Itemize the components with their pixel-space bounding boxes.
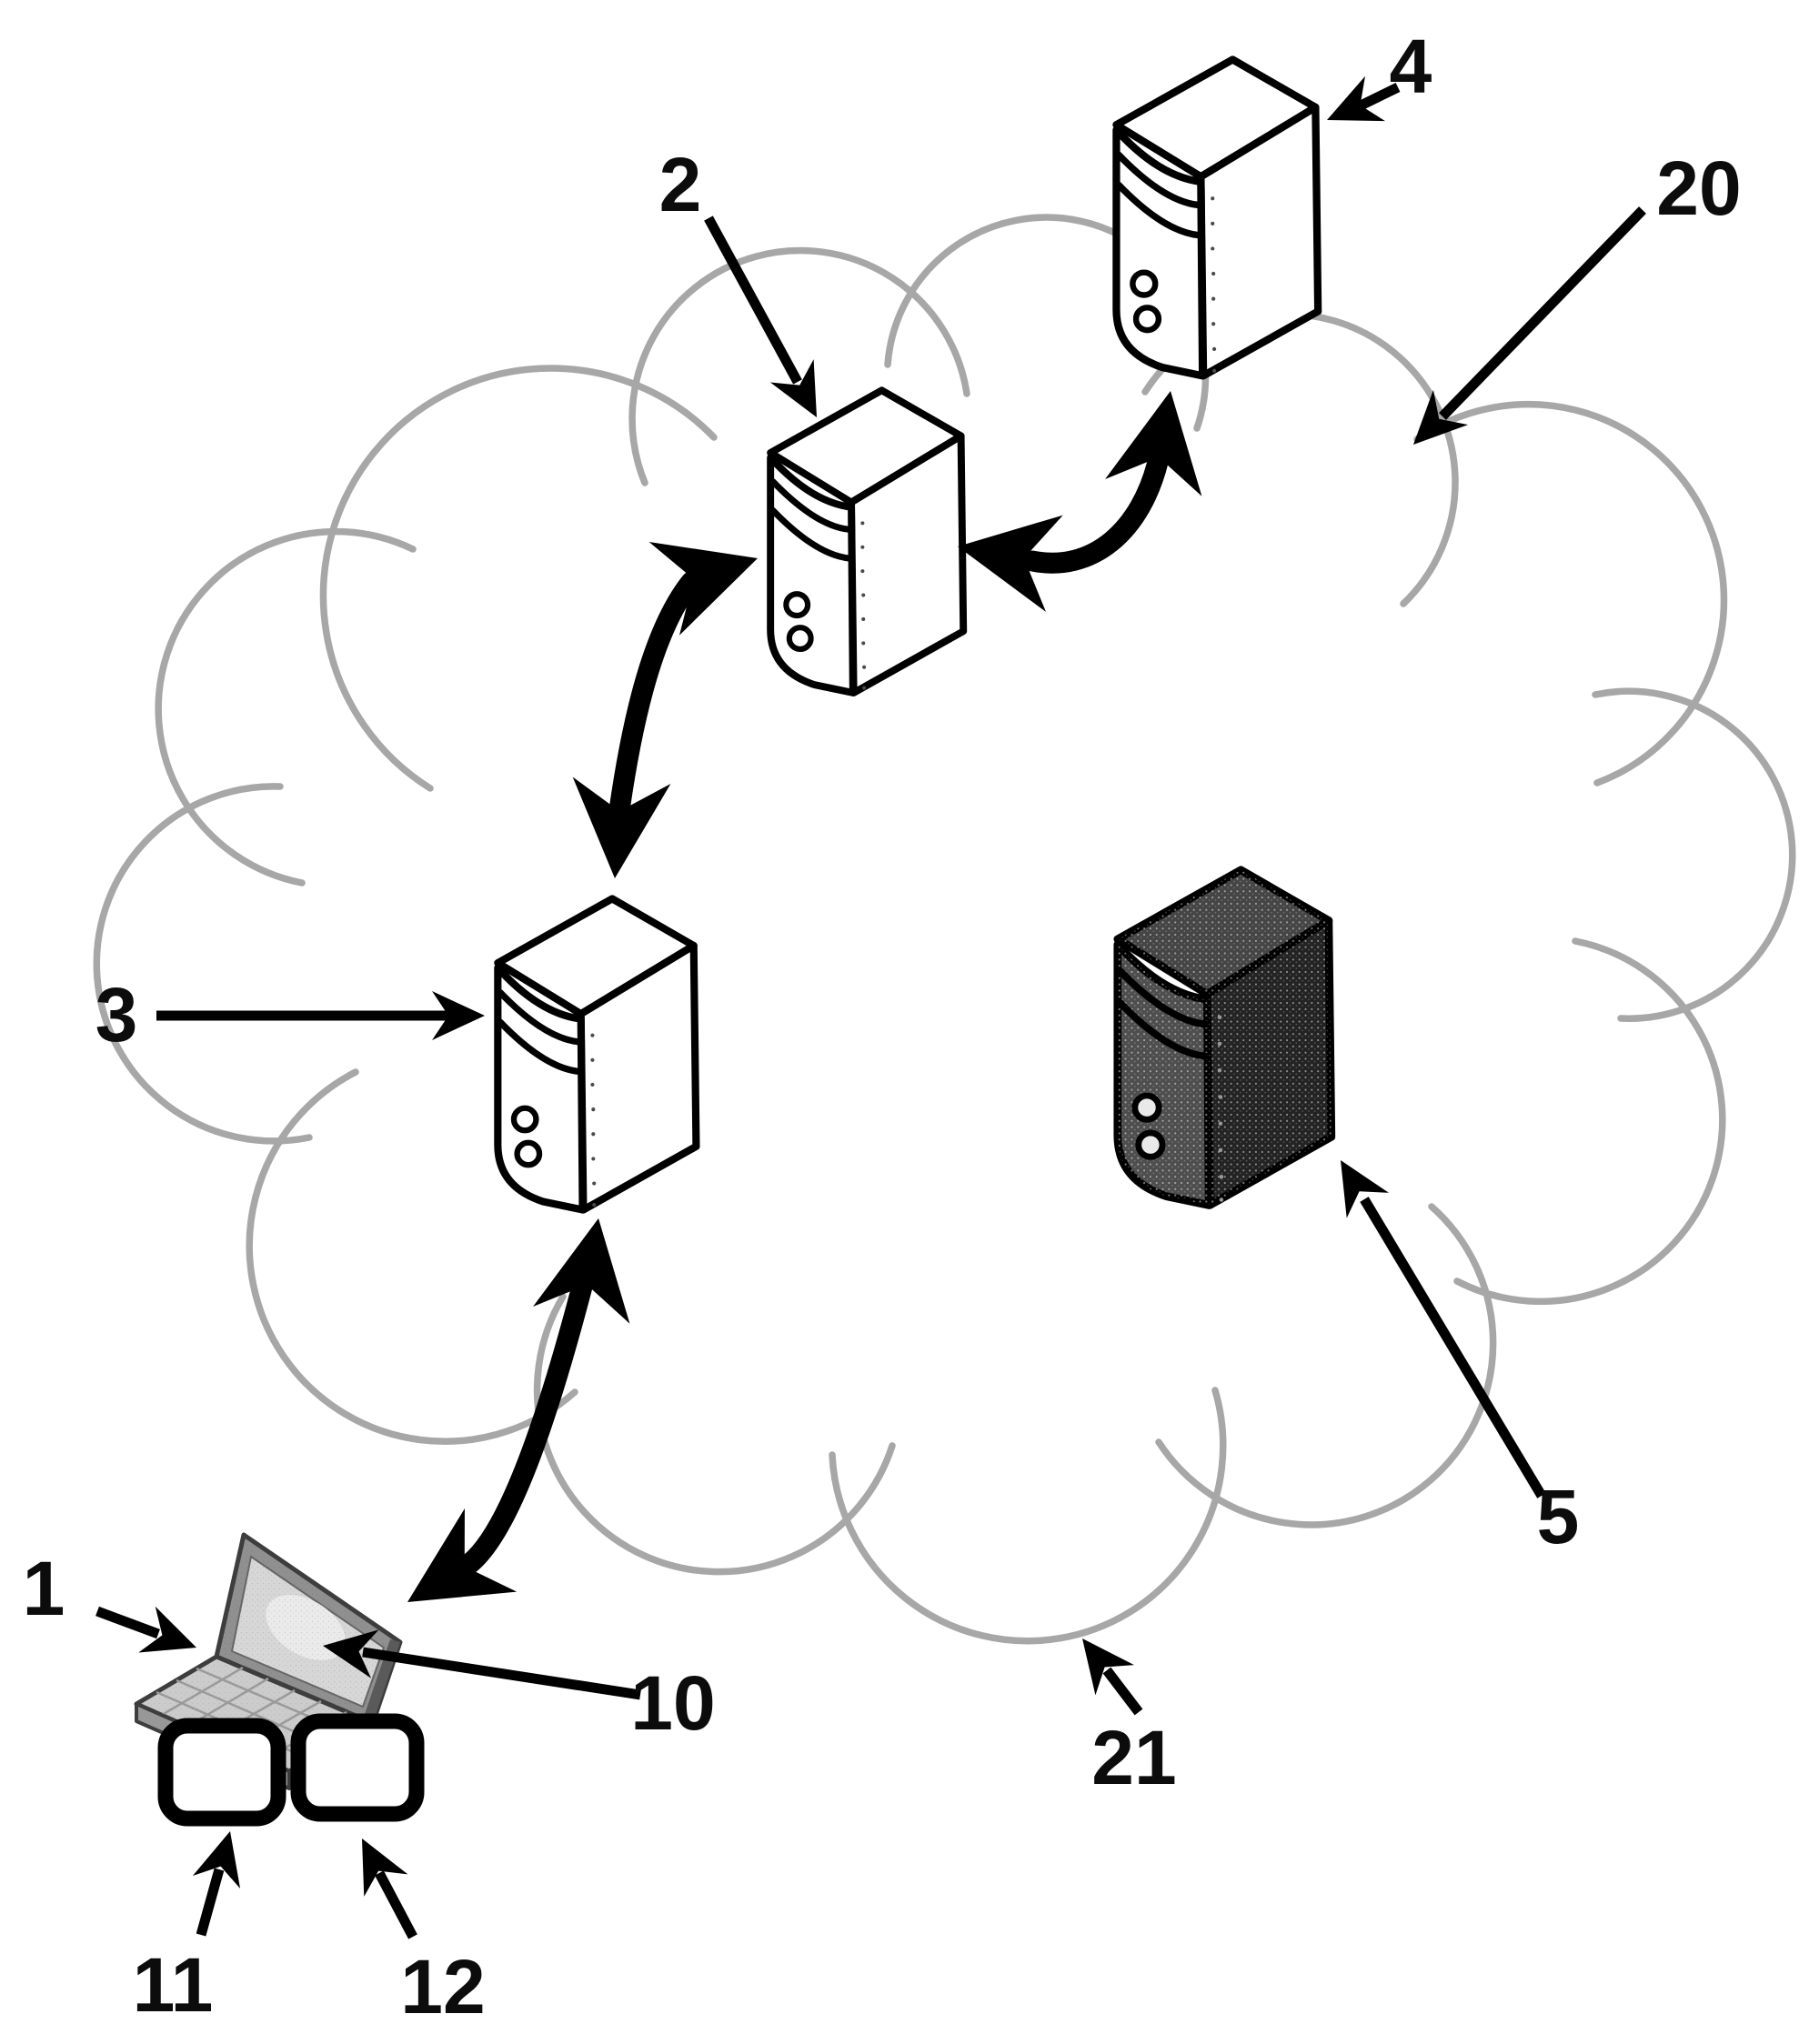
connection-laptop-server3 — [381, 1209, 648, 1644]
server-5-icon — [1118, 870, 1332, 1206]
label-5: 5 — [1537, 1474, 1580, 1559]
server-2-icon — [770, 390, 963, 693]
label-12: 12 — [400, 1944, 485, 2029]
label-21: 21 — [1091, 1715, 1176, 1800]
connection-server3-server2 — [566, 511, 773, 882]
connection-server2-server4 — [949, 382, 1220, 612]
label-11: 11 — [133, 1942, 214, 2028]
pointer-arrow-20 — [1395, 206, 1646, 463]
server-3-icon — [497, 898, 696, 1209]
pointer-arrow-11 — [192, 1825, 255, 1937]
label-20: 20 — [1656, 145, 1741, 231]
arrowhead-to-server3 — [533, 1209, 648, 1324]
pointer-arrow-12 — [339, 1827, 417, 1939]
label-1: 1 — [23, 1546, 65, 1631]
pointer-arrow-2 — [704, 215, 839, 429]
pointer-arrow-3 — [156, 991, 485, 1040]
label-2: 2 — [659, 142, 702, 227]
label-3: 3 — [95, 972, 138, 1057]
network-cloud — [93, 214, 1796, 1645]
pointer-arrow-4 — [1317, 75, 1401, 143]
label-4: 4 — [1390, 24, 1432, 109]
module-11-box — [157, 1718, 286, 1827]
reference-numerals: 1 2 3 4 5 10 11 12 20 21 — [23, 24, 1742, 2029]
label-10: 10 — [630, 1660, 715, 1746]
pointer-arrow-1 — [95, 1606, 206, 1671]
pointer-arrow-5 — [1319, 1147, 1546, 1498]
pointer-arrow-10 — [318, 1621, 641, 1700]
module-12-box — [290, 1713, 425, 1822]
server-4-icon — [1116, 60, 1318, 376]
pointer-arrow-21 — [1062, 1623, 1143, 1716]
